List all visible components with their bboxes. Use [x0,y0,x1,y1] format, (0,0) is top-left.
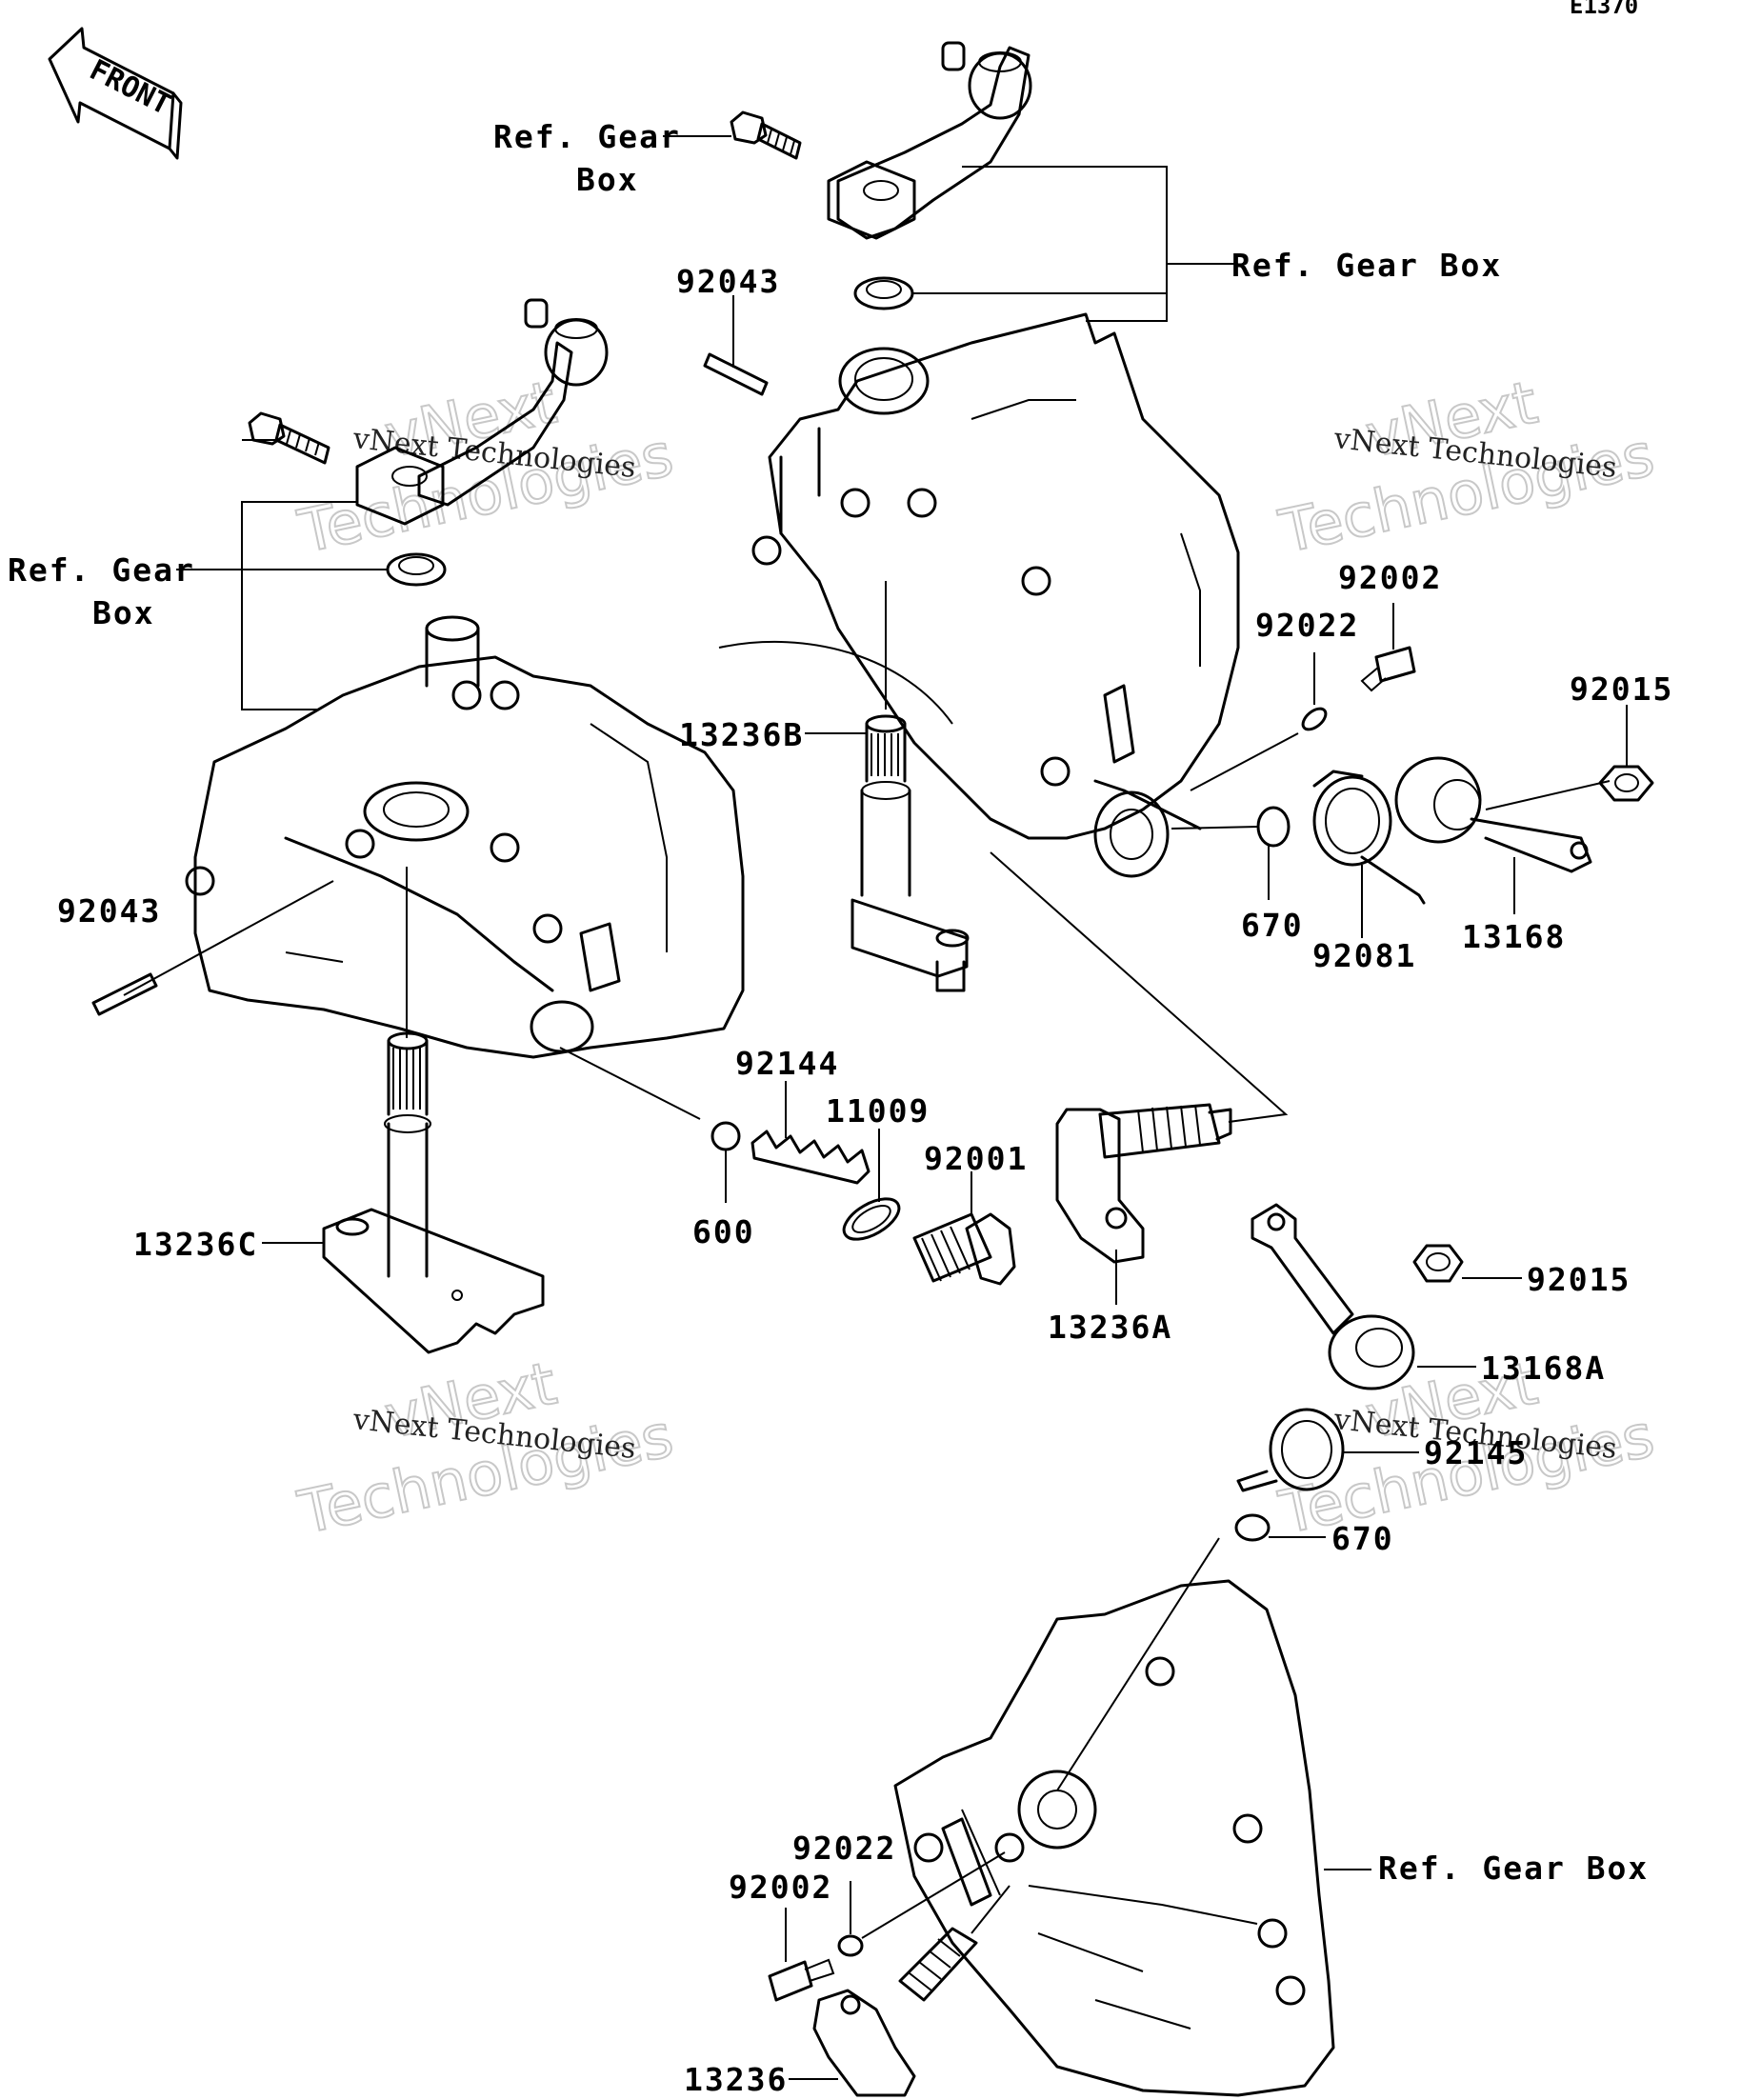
label-92043-top: 92043 [676,263,780,300]
bolt-92002-bottom [768,1958,835,2002]
top-shift-lever [827,41,1032,240]
label-ref-gear-box-upper-right: Ref. Gear Box [1231,247,1502,284]
pin-92043-left [91,972,158,1016]
label-13168: 13168 [1462,918,1566,955]
label-13236A: 13236A [1048,1309,1172,1346]
label-13168A: 13168A [1481,1350,1606,1387]
lever-13236A [1055,1103,1232,1264]
plug-92001 [912,1212,1016,1286]
label-ref-gear-box-left-2: Box [92,594,155,631]
label-92022-top: 92022 [1255,607,1359,644]
spring-92081 [1312,770,1426,905]
watermark-bottom-left: vNext Technologies vNext Technologies [291,1348,680,1549]
bolt-92002-top [1360,646,1416,692]
label-92144: 92144 [735,1045,839,1082]
top-oil-seal [853,276,914,310]
label-92043-left: 92043 [57,892,161,930]
gasket-11009 [842,1197,901,1241]
watermark-top-right: vNext Technologies vNext Technologies [1272,367,1661,568]
lever-13168A [1251,1203,1415,1390]
top-bolt [730,110,802,160]
label-11009: 11009 [826,1092,930,1130]
lever-13236 [812,1927,978,2097]
left-oil-seal [386,552,447,587]
label-13236C: 13236C [133,1226,258,1263]
lever-13168 [1394,756,1592,873]
nut-92015-mid [1412,1244,1464,1283]
label-ref-gear-box-top-2: Box [576,161,639,198]
label-92001: 92001 [924,1140,1028,1177]
shaft-13236C [322,867,545,1354]
diagram-code: E1370 [1570,0,1638,19]
spring-92145 [1236,1408,1345,1492]
watermark-top-left: vNext Technologies vNext Technologies [291,367,680,568]
washer-92022-bottom [837,1934,864,1957]
spring-92144 [750,1130,870,1185]
front-arrow-icon: FRONT [48,27,183,160]
label-ref-gear-box-left-1: Ref. Gear [8,551,195,589]
label-92022-bottom: 92022 [792,1830,896,1867]
label-92015-top: 92015 [1570,670,1673,708]
label-13236B: 13236B [679,716,804,753]
left-bolt [248,411,330,465]
label-ref-gear-box-top-1: Ref. Gear [493,118,681,155]
label-600: 600 [692,1213,755,1250]
shaft-13236B [850,714,970,992]
label-670-bottom: 670 [1331,1520,1394,1557]
left-gearbox-casing [185,615,745,1059]
pin-92043-top [703,352,769,396]
label-92081: 92081 [1312,937,1416,974]
label-92002-top: 92002 [1338,559,1442,596]
upper-gearbox-casing [751,312,1240,878]
lower-gearbox-housing [893,1579,1335,2097]
washer-92022-top [1301,707,1328,731]
ball-600 [710,1121,741,1151]
nut-92015-top [1598,765,1654,802]
label-92015-mid: 92015 [1527,1261,1631,1298]
label-13236: 13236 [684,2061,788,2098]
circlip-670-top [1256,806,1291,848]
label-ref-gear-box-lower-right: Ref. Gear Box [1378,1850,1649,1887]
label-670-top: 670 [1241,907,1304,944]
label-92002-bottom: 92002 [729,1869,832,1906]
circlip-670-bottom [1234,1513,1271,1542]
left-shift-lever [355,298,609,526]
label-92145: 92145 [1424,1434,1528,1471]
